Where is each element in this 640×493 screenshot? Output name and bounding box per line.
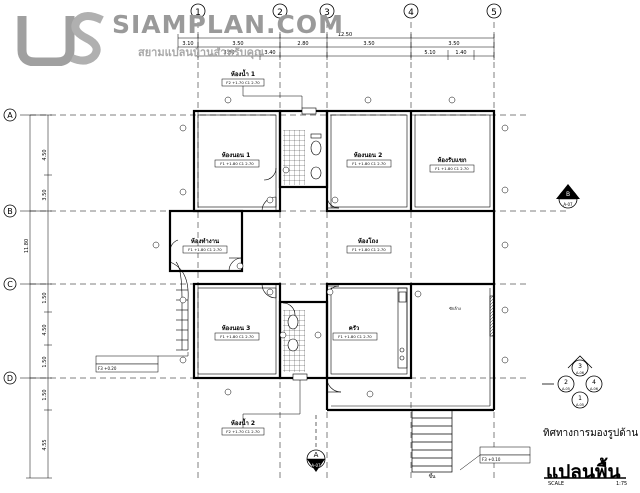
room-name-living: ห้องรับแขก xyxy=(437,156,466,164)
dim-left-total: 11.80 xyxy=(24,239,30,253)
bathroom-floors xyxy=(283,130,305,372)
dim-left-2: 3.50 xyxy=(42,189,48,200)
left-dimensions xyxy=(26,114,52,479)
sink-label: ซักล้าง xyxy=(449,306,461,311)
dim-top-1: 3.10 xyxy=(182,41,193,47)
grid-col-5: 5 xyxy=(491,8,497,18)
room-tag-kitchen: F1 +1.80 C1 2.70 xyxy=(338,334,372,339)
dim-total-width: 12.50 xyxy=(338,32,352,38)
logo-mark-icon xyxy=(17,12,104,66)
entrance-stairs xyxy=(411,409,453,473)
view-3-num: 3 xyxy=(578,363,582,370)
window-markers xyxy=(152,96,509,398)
grid-col-1: 1 xyxy=(195,8,201,18)
view-3-sheet: A-06 xyxy=(576,371,584,375)
dim-top2-4: 1.40 xyxy=(455,50,466,56)
room-tag-hall: F1 +1.80 C1 2.70 xyxy=(352,247,386,252)
dim-top-3: 2.80 xyxy=(297,41,308,47)
grid-row-b: B xyxy=(7,207,13,216)
dim-left-7: 4.55 xyxy=(42,439,48,450)
view-2-num: 2 xyxy=(564,379,568,386)
scale-label: SCALE xyxy=(548,481,565,487)
dim-top2-2: 3.40 xyxy=(264,50,275,56)
grid-row-d: D xyxy=(7,374,13,383)
dim-top-2: 3.50 xyxy=(232,41,243,47)
room-name-kitchen: ครัว xyxy=(349,324,360,332)
doors xyxy=(169,167,342,393)
room-tag-bath2: F2 +1.70 C1 2.70 xyxy=(226,429,260,434)
sanitary-fixtures xyxy=(287,107,322,381)
section-marker-b xyxy=(556,184,580,209)
room-name-bed1: ห้องนอน 1 xyxy=(222,151,251,159)
room-name-office: ห้องทำงาน xyxy=(191,237,220,245)
kitchen-counter xyxy=(397,287,495,369)
grid-row-bubbles xyxy=(3,108,17,385)
grid-row-c: C xyxy=(7,280,13,289)
room-tag-bath1: F2 +1.70 C1 2.70 xyxy=(226,80,260,85)
view-1-num: 1 xyxy=(578,395,582,402)
room-name-hall: ห้องโถง xyxy=(358,237,378,245)
dim-top2-3: 5.10 xyxy=(424,50,435,56)
scale-value: 1:75 xyxy=(616,481,628,487)
dim-left-4: 4.50 xyxy=(42,324,48,335)
top-dimensions xyxy=(177,34,495,60)
grid-col-3: 3 xyxy=(324,8,330,18)
side-stairs xyxy=(169,261,189,351)
view-direction-label: ทิศทางการมองรูปด้าน xyxy=(543,428,639,439)
section-a-sheet: A-07 xyxy=(311,463,321,468)
room-tags: F2 +1.70 C1 2.70 F1 +1.80 C1 2.70 F1 +1.… xyxy=(188,80,469,434)
svg-text:3.50: 3.50 xyxy=(448,41,459,47)
logo-tagline: สยามแปลนบ้านสำหรับคุณ xyxy=(138,46,265,59)
room-name-bed2: ห้องนอน 2 xyxy=(354,151,383,159)
room-tag-office: F1 +1.80 C1 2.70 xyxy=(188,247,222,252)
section-marker-a xyxy=(306,415,326,472)
dim-left-1: 4.50 xyxy=(42,149,48,160)
stair-up-mark: ขึ้น xyxy=(429,471,436,480)
grid-row-a: A xyxy=(7,111,13,120)
room-name-bed3: ห้องนอน 3 xyxy=(222,324,251,332)
grid-col-2: 2 xyxy=(277,8,283,18)
view-direction-symbol xyxy=(542,355,603,409)
room-tag-boxes xyxy=(182,78,475,436)
drawing-title: แปลนพื้น xyxy=(546,461,621,483)
dim-left-6: 1.50 xyxy=(42,389,48,400)
siamplan-logo: SIAMPLAN.COM สยามแปลนบ้านสำหรับคุณ xyxy=(8,6,343,68)
view-1-sheet: A-05 xyxy=(576,403,584,407)
terrace-level-tag: F3 +0.20 xyxy=(98,366,117,371)
room-tag-bed3: F1 +1.80 C1 2.70 xyxy=(220,334,254,339)
entrance-level-tag: F3 +0.10 xyxy=(482,457,501,462)
logo-brand-text: SIAMPLAN.COM xyxy=(112,10,345,39)
dim-left-5: 1.50 xyxy=(42,356,48,367)
section-a-letter: A xyxy=(314,451,319,459)
grid-col-4: 4 xyxy=(408,8,414,18)
dim-top2-1: 3.80 xyxy=(223,50,234,56)
section-b-letter: B xyxy=(566,191,570,198)
room-tag-bed1: F1 +1.80 C1 2.70 xyxy=(220,161,254,166)
view-4-sheet: A-06 xyxy=(590,387,598,391)
walls xyxy=(168,109,496,412)
view-4-num: 4 xyxy=(592,379,596,386)
room-name-bath1: ห้องน้ำ 1 xyxy=(231,68,255,78)
view-2-sheet: A-05 xyxy=(562,387,570,391)
grid-lines xyxy=(20,22,570,480)
dim-left-3: 1.50 xyxy=(42,292,48,303)
dim-top-4: 3.50 xyxy=(363,41,374,47)
section-b-sheet: A-07 xyxy=(563,202,573,207)
room-labels: ห้องน้ำ 1 ห้องนอน 1 ห้องนอน 2 ห้องรับแขก… xyxy=(191,68,467,427)
room-tag-living: F1 +1.80 C1 2.70 xyxy=(435,166,469,171)
room-tag-bed2: F1 +1.80 C1 2.70 xyxy=(352,161,386,166)
grid-column-bubbles xyxy=(190,3,502,19)
